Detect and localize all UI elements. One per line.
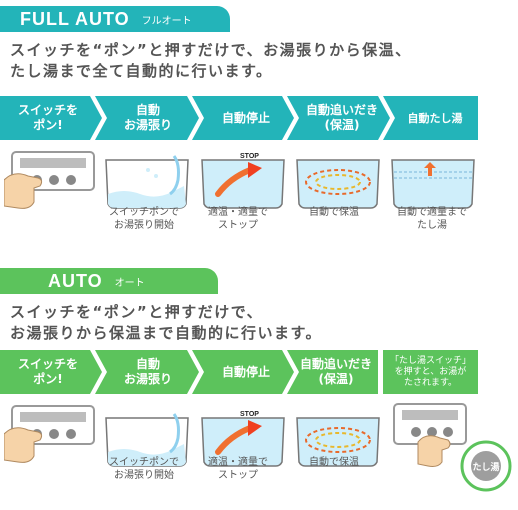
bathtub-filling-icon bbox=[105, 413, 189, 467]
bathtub-filling-icon bbox=[105, 155, 189, 209]
description-line: スイッチを“ポン”と押すだけで、お湯張りから保温、 bbox=[10, 41, 412, 59]
auto-steps: スイッチを ポン! 自動 お湯張り 自動停止 自動追いだき (保温) 「たし湯ス… bbox=[0, 350, 518, 394]
bathtub-topup-icon bbox=[391, 159, 475, 209]
step-auto-topup: 自動たし湯 bbox=[407, 111, 463, 125]
full-auto-steps: スイッチを ポン! 自動 お湯張り 自動停止 自動追いだき (保温) 自動たし湯 bbox=[0, 96, 518, 140]
tashiyu-button-icon: たし湯 bbox=[393, 403, 512, 492]
caption-auto-reheat: 自動で保温 bbox=[309, 457, 359, 468]
bathtub-stop-icon: STOP bbox=[201, 411, 285, 467]
step-auto-stop: 自動停止 bbox=[221, 364, 270, 379]
step-switch-pon: スイッチを ポン! bbox=[17, 103, 78, 132]
auto-description: スイッチを“ポン”と押すだけで、 お湯張りから保温まで自動的に行います。 bbox=[10, 302, 322, 344]
hand-pointer-icon bbox=[4, 173, 43, 209]
bathtub-stop-icon: STOP bbox=[201, 153, 285, 209]
auto-title: AUTO bbox=[48, 270, 103, 291]
step-auto-reheat: 自動追いだき (保温) bbox=[299, 357, 372, 386]
stop-label: STOP bbox=[240, 153, 259, 160]
bathtub-reheat-icon bbox=[296, 159, 380, 209]
tashiyu-button-label: たし湯 bbox=[472, 461, 499, 473]
auto-subtitle: オート bbox=[114, 277, 145, 289]
description-line: たし湯まで全て自動的に行います。 bbox=[10, 62, 273, 80]
description-line: お湯張りから保温まで自動的に行います。 bbox=[10, 324, 323, 342]
hand-pointer-icon bbox=[4, 427, 43, 463]
caption-auto-stop: 適温・適量で ストップ bbox=[208, 457, 268, 481]
control-panel-icon bbox=[4, 405, 95, 463]
caption-auto-fill: スイッチポンで お湯張り開始 bbox=[109, 207, 179, 231]
description-line: スイッチを“ポン”と押すだけで、 bbox=[10, 303, 264, 321]
stop-label: STOP bbox=[240, 411, 259, 418]
step-auto-fill: 自動 お湯張り bbox=[123, 357, 172, 386]
full-auto-title: FULL AUTO bbox=[20, 8, 130, 29]
bathtub-reheat-icon bbox=[296, 417, 380, 467]
caption-auto-fill: スイッチポンで お湯張り開始 bbox=[109, 457, 179, 481]
auto-banner: AUTO オート bbox=[0, 268, 218, 294]
caption-auto-reheat: 自動で保温 bbox=[309, 207, 359, 218]
caption-auto-stop: 適温・適量で ストップ bbox=[208, 207, 268, 231]
caption-auto-topup: 自動で適量まで たし湯 bbox=[397, 207, 467, 231]
full-auto-subtitle: フルオート bbox=[141, 15, 192, 27]
full-auto-banner: FULL AUTO フルオート bbox=[0, 6, 230, 32]
full-auto-description: スイッチを“ポン”と押すだけで、お湯張りから保温、 たし湯まで全て自動的に行いま… bbox=[10, 40, 412, 82]
step-switch-pon: スイッチを ポン! bbox=[17, 357, 78, 386]
control-panel-icon bbox=[4, 151, 95, 209]
step-arrows bbox=[0, 350, 478, 394]
step-tashiyu-note: 「たし湯スイッチ」 を押すと、お湯が たされます。 bbox=[389, 355, 471, 388]
step-auto-stop: 自動停止 bbox=[221, 110, 270, 125]
step-auto-reheat: 自動追いだき (保温) bbox=[305, 103, 378, 132]
full-auto-section: FULL AUTO フルオート スイッチを“ポン”と押すだけで、お湯張りから保温… bbox=[0, 0, 518, 250]
step-auto-fill: 自動 お湯張り bbox=[123, 103, 172, 132]
auto-section: AUTO オート スイッチを“ポン”と押すだけで、 お湯張りから保温まで自動的に… bbox=[0, 262, 518, 510]
step-arrows bbox=[0, 96, 478, 140]
